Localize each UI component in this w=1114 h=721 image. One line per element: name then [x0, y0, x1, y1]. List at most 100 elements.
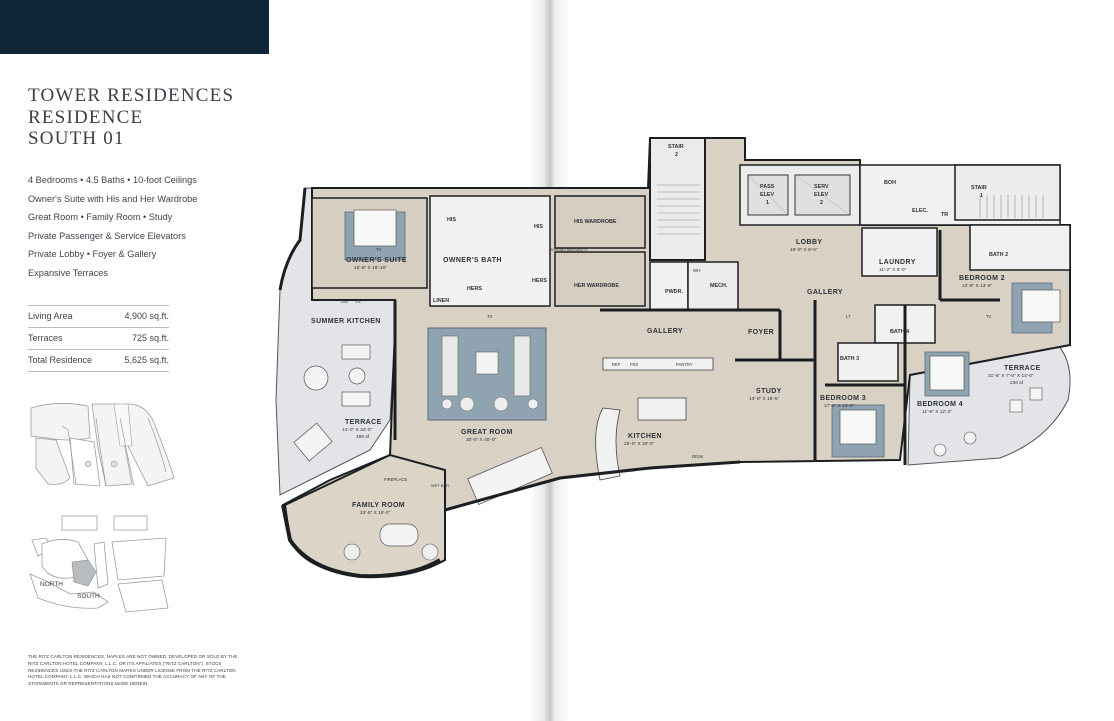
- owners-bath-room: [429, 195, 551, 307]
- stair-1-label: STAIR: [971, 185, 987, 191]
- area-table: Living Area 4,900 sq.ft. Terraces 725 sq…: [28, 305, 169, 372]
- feature-item: Great Room • Family Room • Study: [28, 212, 173, 223]
- tr-label: TR: [941, 212, 948, 218]
- boh-label: BOH: [884, 180, 896, 186]
- bedroom-4-dim: 11'-6" X 12'-2": [922, 409, 952, 415]
- study-label: STUDY: [756, 388, 782, 395]
- terrace-right-area: 230 sf: [1010, 380, 1024, 386]
- area-value: 4,900 sq.ft.: [124, 311, 169, 321]
- area-row-living: Living Area 4,900 sq.ft.: [28, 306, 169, 328]
- lt-label: LT: [846, 314, 851, 319]
- bedroom-3-label: BEDROOM 3: [820, 395, 866, 402]
- foyer-label: FOYER: [748, 329, 774, 336]
- pwdr-room: [649, 261, 689, 311]
- her-wardrobe-label: HER WARDROBE: [574, 283, 619, 289]
- owners-bath-label: OWNER'S BATH: [443, 257, 502, 264]
- terrace-left-label: TERRACE: [345, 419, 382, 426]
- his-wardrobe-label: HIS WARDROBE: [574, 219, 617, 225]
- lobby-label: LOBBY: [796, 239, 823, 246]
- kitchen-dim: 26'-0" X 20'-0": [624, 441, 655, 447]
- bath-4-label: BATH 4: [890, 329, 909, 335]
- hers-label-2: HERS: [532, 278, 547, 284]
- stair-1-core: [954, 164, 1061, 221]
- feature-item: Private Lobby • Foyer & Gallery: [28, 249, 157, 260]
- area-label: Terraces: [28, 333, 63, 343]
- laundry-room: [861, 227, 938, 277]
- study-dim: 13'-0" X 15'-5": [749, 396, 780, 402]
- fireplace-label: FIREPLACE: [384, 477, 407, 482]
- lobby-dim: 19'-0" X 8'-0": [790, 247, 818, 253]
- morning-bar-label: MORNING BAR/VANITY: [549, 248, 588, 252]
- area-value: 5,625 sq.ft.: [124, 355, 169, 365]
- feature-item: Private Passenger & Service Elevators: [28, 230, 186, 241]
- gallery-label-main: GALLERY: [647, 328, 683, 335]
- title-line-1: TOWER RESIDENCES: [28, 85, 235, 106]
- bedroom-2-label: BEDROOM 2: [959, 275, 1005, 282]
- feature-item: 4 Bedrooms • 4.5 Baths • 10-foot Ceiling…: [28, 175, 197, 185]
- bedroom-2-dim: 13'-8" X 13'-8": [962, 283, 993, 289]
- serv-elev-label-2: ELEV: [814, 192, 828, 198]
- his-label-2: HIS: [534, 224, 543, 230]
- desk-label: DESK: [692, 454, 704, 459]
- feature-list: 4 Bedrooms • 4.5 Baths • 10-foot Ceiling…: [28, 171, 263, 283]
- frz-label: FRZ: [630, 362, 639, 367]
- laundry-dim: 11'-2" X 8'-0": [879, 267, 907, 273]
- terrace-left-dim: 14'-0" X 34'-0": [342, 427, 373, 433]
- pwdr-label: PWDR.: [665, 289, 683, 295]
- kitchen-label: KITCHEN: [628, 433, 662, 440]
- laundry-label: LAUNDRY: [879, 259, 916, 266]
- ref-label: REF: [612, 362, 621, 367]
- hers-label: HERS: [467, 286, 482, 292]
- page-title: TOWER RESIDENCES RESIDENCE SOUTH 01: [28, 85, 263, 150]
- tv-label-owners-suite: TV: [376, 247, 382, 252]
- stair-2-number: 2: [675, 152, 678, 158]
- family-room-label: FAMILY ROOM: [352, 502, 405, 509]
- his-wardrobe-room: [554, 195, 646, 249]
- serv-elev-number: 2: [820, 200, 823, 206]
- his-label: HIS: [447, 217, 456, 223]
- great-room-label: GREAT ROOM: [461, 429, 513, 436]
- gallery-label-top: GALLERY: [807, 289, 843, 296]
- bath-3-label: BATH 3: [840, 356, 859, 362]
- feature-item: Owner's Suite with His and Her Wardrobe: [28, 193, 198, 204]
- terrace-right-label: TERRACE: [1004, 365, 1041, 372]
- feature-item: Expansive Terraces: [28, 267, 109, 278]
- area-label: Total Residence: [28, 355, 93, 365]
- terrace-left-area: 495 sf: [356, 434, 370, 440]
- mech-label: MECH.: [710, 283, 728, 289]
- owners-suite-label: OWNER'S SUITE: [346, 257, 407, 264]
- stair-2-label: STAIR: [668, 144, 684, 150]
- title-line-3: SOUTH 01: [28, 128, 125, 149]
- bath-3-room: [837, 342, 899, 382]
- terrace-right-dim: 31'-6" X 7'-8" X 14'-0": [988, 373, 1034, 379]
- pantry-label: PANTRY: [676, 362, 693, 367]
- header-bar: [0, 0, 269, 54]
- area-row-total: Total Residence 5,625 sq.ft.: [28, 350, 169, 372]
- summer-kitchen-label: SUMMER KITCHEN: [311, 318, 381, 325]
- tower-key-plan: [30, 403, 175, 487]
- wh-label: WH: [693, 268, 701, 273]
- elec-label: ELEC.: [912, 208, 928, 214]
- bath-2-room: [969, 224, 1071, 271]
- owners-suite-dim: 16'-8" X 19'-10": [354, 265, 387, 271]
- disclaimer: THE RITZ CARLTON RESIDENCES, NAPLES ARE …: [28, 654, 238, 687]
- linen-label: LINEN: [433, 298, 449, 304]
- tv-label-great-room: TV: [487, 314, 493, 319]
- north-label: NORTH: [40, 581, 63, 588]
- info-panel: TOWER RESIDENCES RESIDENCE SOUTH 01 4 Be…: [0, 0, 270, 721]
- stair-1-number: 1: [980, 193, 983, 199]
- dw-label: DW: [341, 299, 348, 304]
- her-wardrobe-room: [554, 251, 646, 307]
- bath-2-label: BATH 2: [989, 252, 1008, 258]
- bedroom-4-label: BEDROOM 4: [917, 401, 963, 408]
- floor-plan: STAIR 2 BOH STAIR 1 PASS ELEV 1 SERV ELE…: [275, 137, 1071, 579]
- title-line-2: RESIDENCE: [28, 106, 144, 128]
- site-map: NORTH SOUTH: [29, 515, 169, 613]
- vs-label: VS: [355, 299, 361, 304]
- serv-elev-label: SERV: [814, 184, 829, 190]
- family-room-dim: 23'-5" X 19'-0": [360, 510, 391, 516]
- great-room-dim: 30'-0" X 40'-0": [466, 437, 497, 443]
- tv-label-bedroom-2: TV: [986, 314, 992, 319]
- area-value: 725 sq.ft.: [131, 333, 169, 343]
- area-row-terraces: Terraces 725 sq.ft.: [28, 328, 169, 350]
